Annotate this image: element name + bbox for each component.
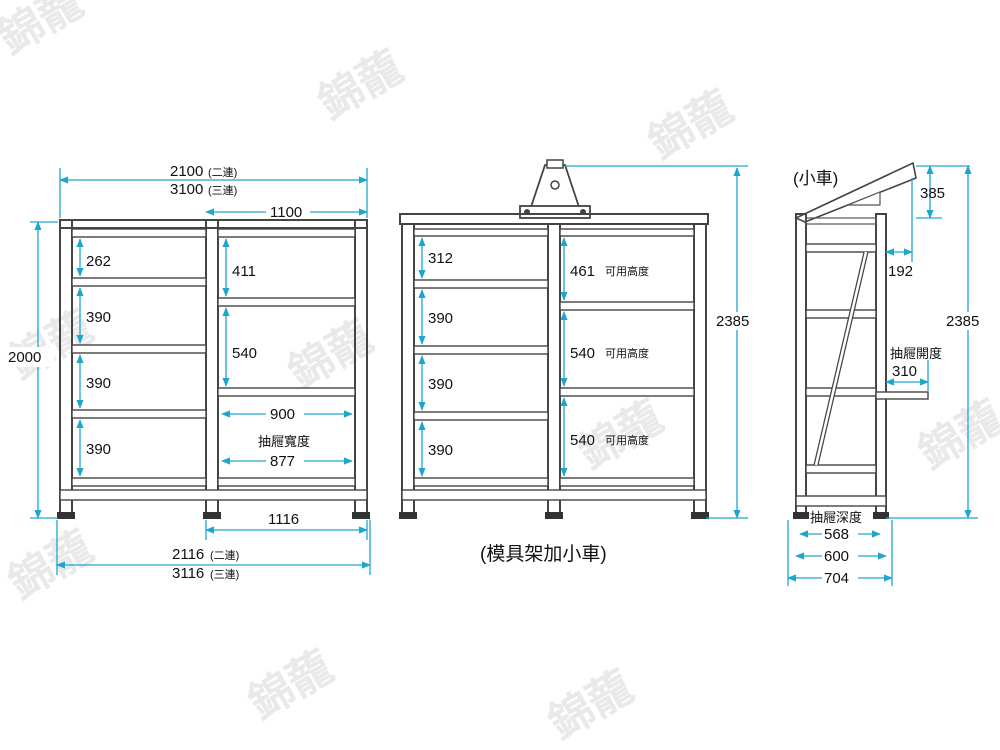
dim-width-top-2: 3100: [170, 181, 203, 198]
dim-shelf: 390: [428, 310, 453, 327]
dim-base-bay: 1116: [268, 511, 299, 528]
drawer-depth-label: 抽屜深度: [810, 510, 862, 525]
shelf: [71, 477, 207, 487]
dim-drawer-inner: 877: [270, 453, 295, 470]
shelf: [71, 228, 207, 238]
dim-shelf: 390: [428, 376, 453, 393]
shelf: [805, 309, 877, 319]
dim-width-bottom-1: 2116: [172, 546, 204, 563]
dim-width-top-1: 2100: [170, 163, 203, 180]
back-post: [875, 213, 887, 519]
cart-title: (小車): [793, 169, 838, 188]
shelf: [805, 387, 877, 397]
caption: (模具架加小車): [480, 543, 607, 565]
dim-shelf: 390: [86, 441, 111, 458]
dim-width-bottom-2: 3116: [172, 565, 204, 582]
dim-shelf: 312: [428, 250, 453, 267]
watermark-text: 錦蘢: [540, 661, 642, 749]
dim-offset: 192: [888, 263, 913, 280]
dim-note: (二連): [208, 165, 237, 179]
foot: [545, 512, 563, 519]
shelf: [559, 477, 695, 487]
roof: [794, 161, 917, 223]
base-beam: [59, 489, 368, 501]
base-beam: [795, 495, 887, 507]
foot: [873, 512, 889, 519]
watermark-text: 錦蘢: [640, 81, 742, 169]
dim-top-height: 385: [920, 185, 945, 202]
dim-depth: 568: [824, 526, 849, 543]
dim-usable: 540: [570, 345, 595, 362]
shelf: [71, 277, 207, 287]
shelf: [559, 301, 695, 311]
dim-usable: 461: [570, 263, 595, 280]
drawer-width-label: 抽屜寬度: [258, 434, 310, 449]
dim-drawer-outer: 900: [270, 406, 295, 423]
dim-depth: 704: [824, 570, 849, 587]
middle-rack: 2385 312 390 390 390 461 可用高度 540 可用高度 5…: [399, 159, 763, 565]
shelf: [413, 411, 549, 421]
right-post: [693, 223, 707, 519]
foot: [203, 512, 221, 519]
base-beam: [401, 489, 707, 501]
dim-usable: 540: [570, 432, 595, 449]
usable-height-label: 可用高度: [605, 264, 649, 278]
shelf: [805, 464, 877, 474]
dim-shelf: 390: [86, 309, 111, 326]
left-post: [59, 219, 73, 519]
dim-drawer: 411: [232, 263, 256, 280]
middle-post: [547, 223, 561, 519]
dim-shelf: 390: [86, 375, 111, 392]
dim-shelf: 390: [428, 442, 453, 459]
shelf: [71, 344, 207, 354]
dim-note: (二連): [210, 548, 239, 562]
cart-side-view: (小車) 385 192 2385 抽屜開度: [787, 161, 994, 587]
shelf: [217, 477, 356, 487]
left-post: [401, 223, 415, 519]
drawer-opening-label: 抽屜開度: [890, 346, 942, 361]
shelf: [217, 228, 356, 238]
front-post: [795, 213, 807, 519]
dim-note: (三連): [210, 567, 239, 581]
shelf: [71, 409, 207, 419]
extended-drawer: [875, 391, 929, 400]
shelf: [413, 228, 549, 237]
top-beam: [59, 219, 368, 229]
watermark-text: 錦蘢: [310, 41, 412, 129]
dim-shelf: 262: [86, 253, 111, 270]
dim-bay-width: 1100: [270, 204, 302, 221]
foot: [352, 512, 370, 519]
dim-drawer-opening: 310: [892, 363, 917, 380]
shelf: [217, 387, 356, 397]
shelf: [559, 387, 695, 397]
dim-height: 2000: [8, 349, 41, 366]
foot: [57, 512, 75, 519]
shelf: [217, 297, 356, 307]
dim-note: (三連): [208, 183, 237, 197]
dim-depth: 600: [824, 548, 849, 565]
dim-height: 2385: [946, 313, 979, 330]
shelf: [413, 279, 549, 289]
shelf: [413, 477, 549, 487]
usable-height-label: 可用高度: [605, 346, 649, 360]
left-rack: 2100 (二連) 3100 (三連) 1100 2000 262 390 39…: [8, 163, 371, 582]
shelf: [413, 345, 549, 355]
watermark-text: 錦蘢: [0, 0, 92, 65]
middle-post: [205, 219, 219, 519]
foot: [691, 512, 709, 519]
watermark-text: 錦蘢: [240, 641, 342, 729]
dim-drawer: 540: [232, 345, 257, 362]
watermark-text: 錦蘢: [910, 391, 1000, 479]
usable-height-label: 可用高度: [605, 433, 649, 447]
shelf: [805, 243, 877, 253]
foot: [793, 512, 809, 519]
shelf: [559, 228, 695, 237]
foot: [399, 512, 417, 519]
dim-height: 2385: [716, 313, 749, 330]
